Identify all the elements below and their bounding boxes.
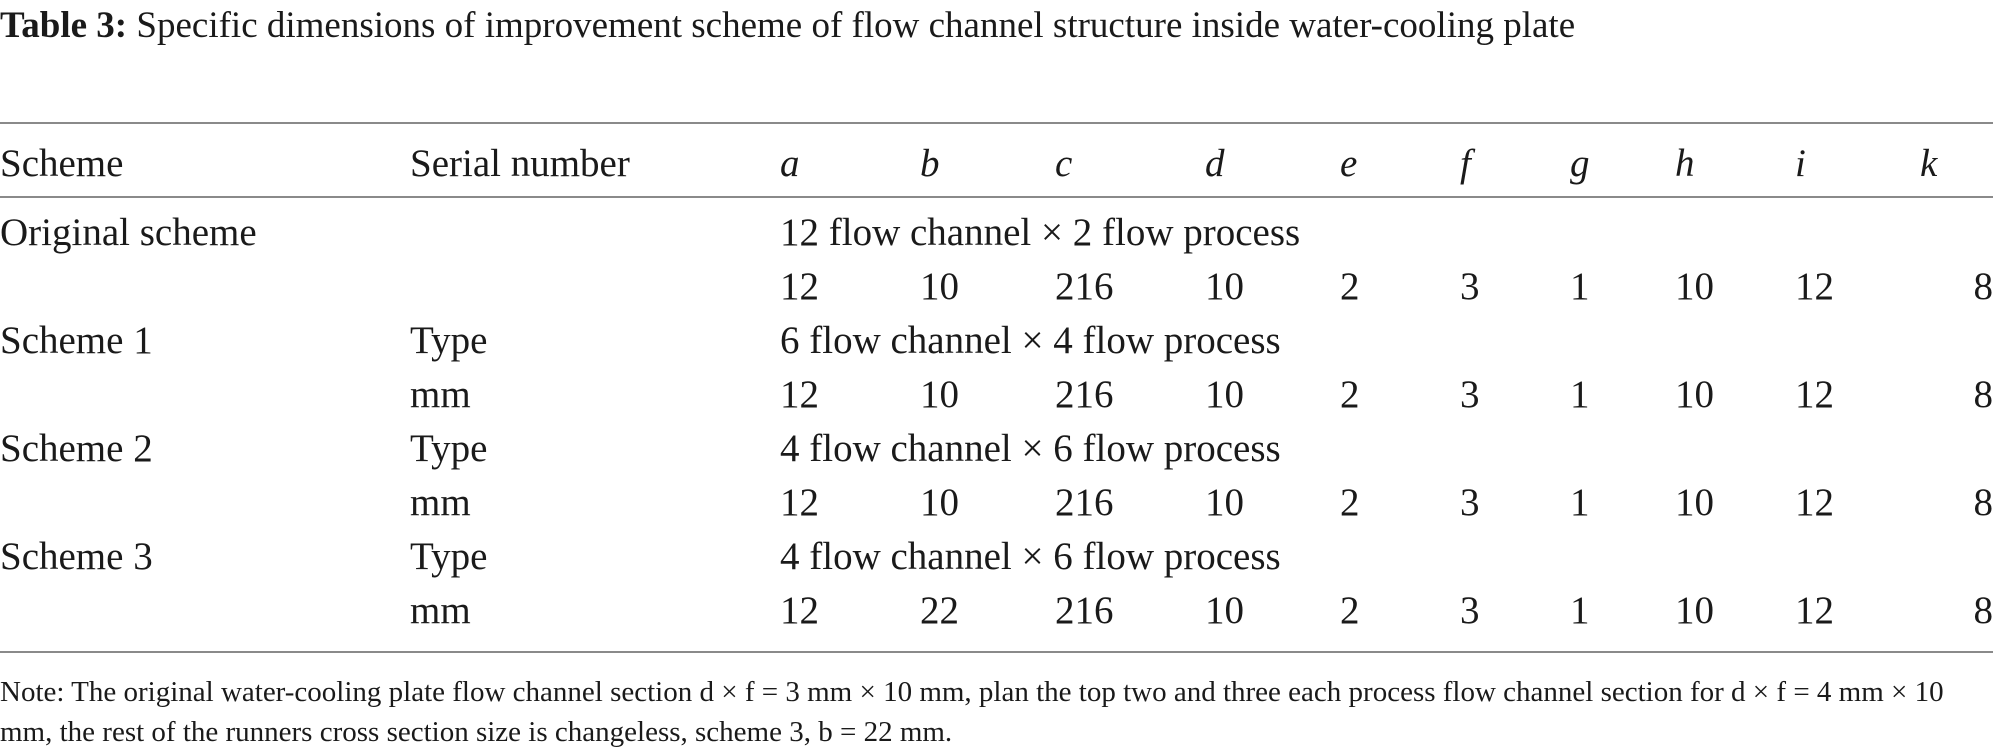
value-cell: 1 <box>1570 481 1590 524</box>
value-cell: 3 <box>1460 373 1480 416</box>
value-cell: 10 <box>920 481 959 524</box>
value-cell: 10 <box>1205 589 1244 632</box>
value-cell: 12 <box>780 589 819 632</box>
table-row-type: Scheme 1 Type 6 flow channel × 4 flow proc… <box>0 314 1993 368</box>
type-value-cell: 4 flow channel × 6 flow process <box>780 427 1281 470</box>
header-a: a <box>780 142 800 185</box>
empty-cell <box>0 368 410 422</box>
value-cell: 2 <box>1340 373 1360 416</box>
header-e: e <box>1340 142 1358 185</box>
header-scheme: Scheme <box>0 142 124 185</box>
value-cell: 2 <box>1340 265 1360 308</box>
table-note: Note: The original water-cooling plate f… <box>0 676 1944 748</box>
table-row-values: mm 12 22 216 10 2 3 1 10 12 8 <box>0 584 1993 638</box>
value-cell: 1 <box>1570 373 1590 416</box>
value-cell: 1 <box>1570 589 1590 632</box>
header-i: i <box>1795 142 1806 185</box>
table-row-values: mm 12 10 216 10 2 3 1 10 12 8 <box>0 368 1993 422</box>
table-top-rule <box>0 122 1993 124</box>
value-cell: 8 <box>1973 589 1993 632</box>
value-cell: 10 <box>920 373 959 416</box>
header-k: k <box>1920 142 1938 185</box>
table-caption: Table 3: Specific dimensions of improvem… <box>0 0 1993 52</box>
value-cell: 12 <box>780 265 819 308</box>
scheme-cell: Scheme 1 <box>0 319 153 362</box>
value-cell: 3 <box>1460 265 1480 308</box>
value-cell: 10 <box>1675 589 1714 632</box>
value-cell: 12 <box>1795 373 1834 416</box>
table-body: Original scheme 12 flow channel × 2 flow … <box>0 196 1993 638</box>
table-row-values: 12 10 216 10 2 3 1 10 12 8 <box>0 260 1993 314</box>
value-cell: 2 <box>1340 481 1360 524</box>
header-f: f <box>1460 142 1471 185</box>
header-b: b <box>920 142 940 185</box>
caption-text: Specific dimensions of improvement schem… <box>136 5 1576 46</box>
unit-cell: mm <box>410 481 471 524</box>
value-cell: 12 <box>1795 481 1834 524</box>
serial-type-cell: Type <box>410 319 488 362</box>
value-cell: 10 <box>1675 481 1714 524</box>
value-cell: 1 <box>1570 265 1590 308</box>
header-serial-number: Serial number <box>410 142 630 185</box>
header-d: d <box>1205 142 1225 185</box>
table-row-values: mm 12 10 216 10 2 3 1 10 12 8 <box>0 476 1993 530</box>
table-header-rule <box>0 196 1993 198</box>
unit-cell: mm <box>410 373 471 416</box>
value-cell: 22 <box>920 589 959 632</box>
table-bottom-rule <box>0 651 1993 653</box>
value-cell: 8 <box>1973 265 1993 308</box>
unit-cell: mm <box>410 589 471 632</box>
value-cell: 216 <box>1055 589 1114 632</box>
value-cell: 8 <box>1973 481 1993 524</box>
header-c: c <box>1055 142 1073 185</box>
empty-cell <box>0 476 410 530</box>
header-row: Scheme Serial number a b c d e f g h i k <box>0 132 1993 196</box>
header-g: g <box>1570 142 1590 185</box>
type-value-cell: 12 flow channel × 2 flow process <box>780 211 1301 254</box>
value-cell: 10 <box>1205 481 1244 524</box>
table-row-type: Original scheme 12 flow channel × 2 flow … <box>0 206 1993 260</box>
empty-cell <box>0 584 410 638</box>
caption-label: Table 3: <box>0 5 128 46</box>
value-cell: 3 <box>1460 481 1480 524</box>
value-cell: 10 <box>1205 265 1244 308</box>
serial-type-cell <box>410 206 780 260</box>
value-cell: 10 <box>1675 265 1714 308</box>
scheme-cell: Scheme 3 <box>0 535 153 578</box>
spacer-row <box>0 196 1993 206</box>
value-cell: 10 <box>1675 373 1714 416</box>
table-row-type: Scheme 2 Type 4 flow channel × 6 flow proc… <box>0 422 1993 476</box>
value-cell: 2 <box>1340 589 1360 632</box>
serial-type-cell: Type <box>410 535 488 578</box>
value-cell: 10 <box>1205 373 1244 416</box>
value-cell: 3 <box>1460 589 1480 632</box>
value-cell: 12 <box>780 373 819 416</box>
serial-type-cell: Type <box>410 427 488 470</box>
dimensions-table: Scheme Serial number a b c d e f g h i k… <box>0 132 1993 638</box>
value-cell: 12 <box>780 481 819 524</box>
value-cell: 8 <box>1973 373 1993 416</box>
value-cell: 216 <box>1055 373 1114 416</box>
value-cell: 216 <box>1055 265 1114 308</box>
value-cell: 216 <box>1055 481 1114 524</box>
empty-cell <box>0 260 410 314</box>
header-h: h <box>1675 142 1695 185</box>
value-cell: 12 <box>1795 265 1834 308</box>
value-cell: 10 <box>920 265 959 308</box>
table-row-type: Scheme 3 Type 4 flow channel × 6 flow proc… <box>0 530 1993 584</box>
scheme-cell: Original scheme <box>0 211 257 254</box>
unit-cell <box>410 260 780 314</box>
scheme-cell: Scheme 2 <box>0 427 153 470</box>
type-value-cell: 4 flow channel × 6 flow process <box>780 535 1281 578</box>
value-cell: 12 <box>1795 589 1834 632</box>
type-value-cell: 6 flow channel × 4 flow process <box>780 319 1281 362</box>
